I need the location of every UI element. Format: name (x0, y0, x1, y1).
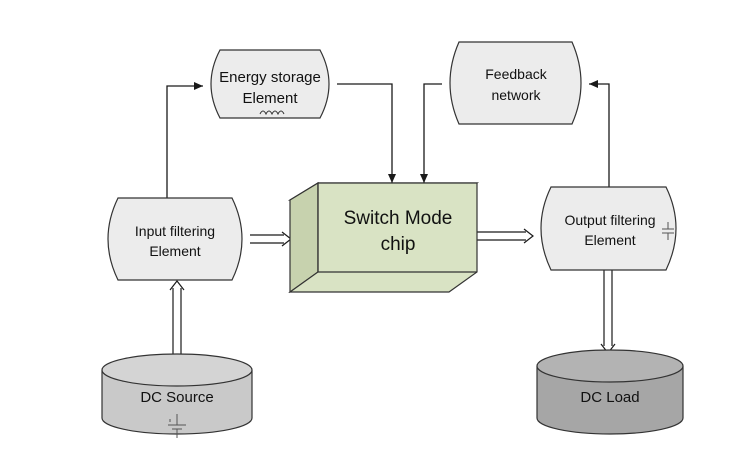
switch-mode-chip-node: Switch Mode chip (287, 181, 480, 294)
input-filtering-label-line1: Input filtering (135, 223, 215, 239)
double-arrow-output-to-load (600, 270, 616, 354)
connector-output-to-feedback (589, 80, 610, 187)
feedback-network-node: Feedback network (449, 41, 582, 125)
connector-energy-to-switch (337, 83, 396, 183)
switch-chip-label-line2: chip (381, 234, 416, 255)
double-arrow-switch-to-output (477, 228, 534, 244)
dc-source-node: DC Source (101, 353, 253, 438)
feedback-label-line1: Feedback (485, 66, 547, 82)
connector-input-to-energy (166, 82, 203, 198)
dc-load-node: DC Load (536, 349, 684, 435)
battery-icon (168, 414, 186, 438)
feedback-label-line2: network (491, 87, 541, 103)
switch-chip-label-line1: Switch Mode (344, 208, 453, 229)
energy-storage-label-line2: Element (242, 90, 298, 107)
inductor-icon (259, 110, 285, 116)
output-filtering-label-line1: Output filtering (564, 212, 655, 228)
output-filtering-label-line2: Element (584, 232, 635, 248)
energy-storage-label-line1: Energy storage (219, 69, 321, 86)
input-filtering-node: Input filtering Element (107, 197, 243, 281)
dc-source-label: DC Source (140, 389, 213, 406)
output-filtering-node: Output filtering Element (540, 186, 677, 271)
input-filtering-label-line2: Element (149, 243, 200, 259)
energy-storage-node: Energy storage Element (210, 49, 330, 119)
double-arrow-source-to-input (169, 280, 185, 356)
double-arrow-input-to-switch (250, 231, 292, 247)
connector-feedback-to-switch (420, 83, 442, 183)
dc-load-label: DC Load (580, 389, 639, 406)
capacitor-icon (662, 222, 674, 240)
